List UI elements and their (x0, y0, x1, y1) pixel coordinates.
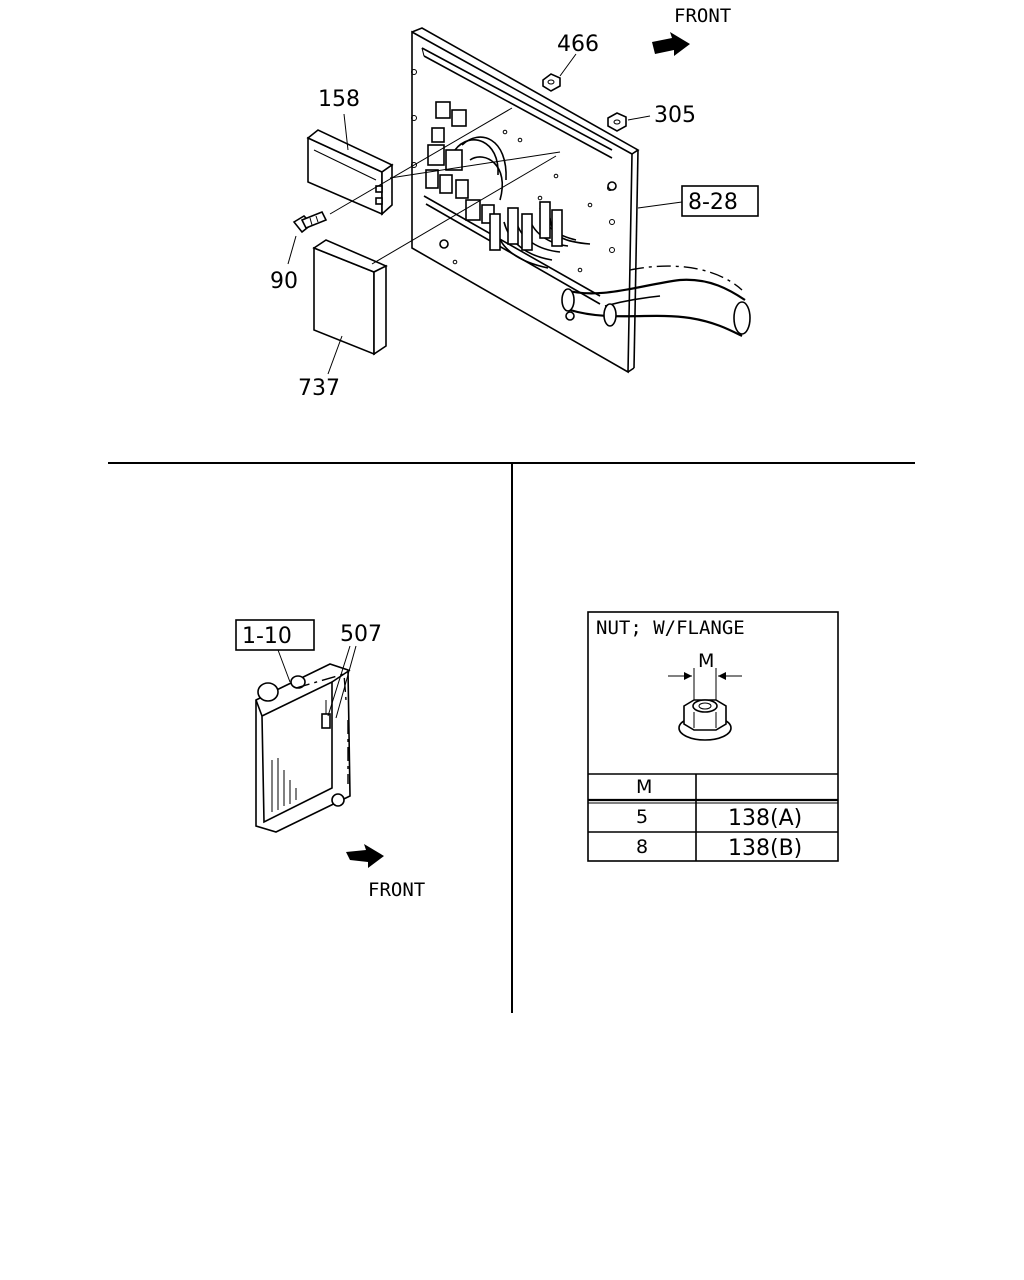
callout-158: 158 (318, 87, 360, 112)
ref-box-8-28 (681, 185, 759, 217)
leader-lines-top (287, 53, 683, 375)
front-label-bottom: FRONT (368, 879, 425, 901)
nut-table-row-1-size: 5 (636, 806, 648, 828)
ref-box-1-10 (235, 619, 315, 651)
front-arrow-top-icon (652, 32, 690, 56)
part-305-nut (607, 112, 627, 132)
front-arrow-bottom-icon (346, 844, 384, 868)
part-158-module (306, 129, 394, 216)
callout-737: 737 (298, 376, 340, 401)
wire-harness (489, 201, 751, 337)
callout-305: 305 (654, 103, 696, 128)
radiator-assembly (255, 645, 384, 868)
relay-cluster (425, 101, 507, 224)
mounting-panel (411, 27, 640, 374)
nut-dimension-label: M (698, 650, 714, 672)
nut-table-row-1-part: 138(A) (728, 806, 802, 831)
flange-nut-icon (668, 668, 742, 741)
part-737-box (312, 239, 388, 356)
callout-466: 466 (557, 32, 599, 57)
front-label-top: FRONT (674, 5, 731, 27)
nut-spec-table (587, 611, 839, 862)
part-466-nut (542, 73, 561, 92)
top-assembly: FRONT 466 158 305 8-28 90 737 (270, 5, 759, 401)
nut-table-row-2-part: 138(B) (728, 836, 802, 861)
nut-table-header-m: M (636, 776, 652, 798)
nut-table-title: NUT; W/FLANGE (596, 617, 745, 639)
part-90-bolt (292, 210, 328, 234)
callout-507: 507 (340, 622, 382, 647)
callout-90: 90 (270, 269, 298, 294)
nut-table-row-2-size: 8 (636, 836, 648, 858)
callout-8-28: 8-28 (688, 190, 738, 215)
callout-1-10: 1-10 (242, 624, 292, 649)
